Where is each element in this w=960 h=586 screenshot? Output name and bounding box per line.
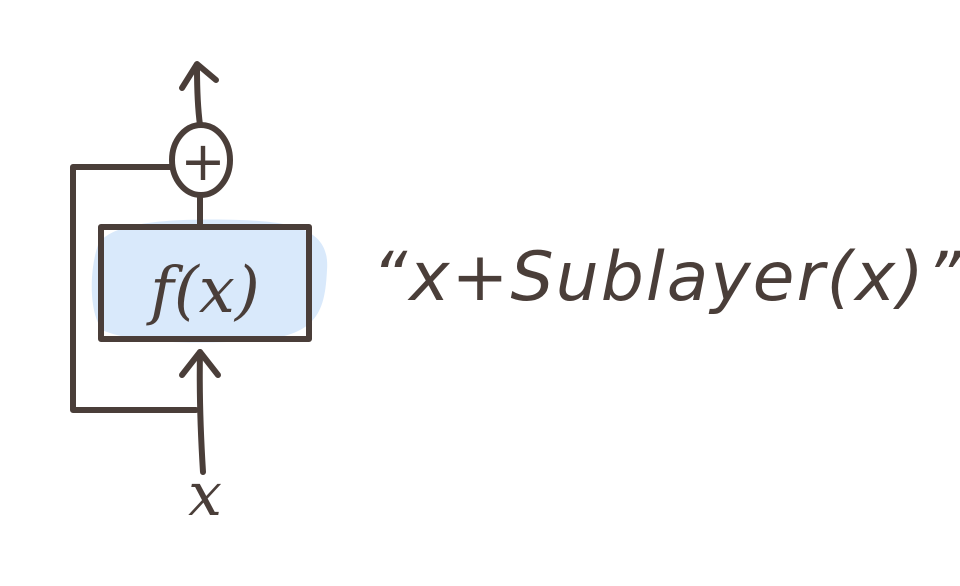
input-arrow-line (196, 349, 206, 475)
output-arrow-line (194, 65, 203, 128)
residual-formula-text: “x+Sublayer(x)” (372, 238, 960, 317)
block-watercolor-fill (91, 219, 328, 343)
output-arrow-head (179, 61, 219, 91)
function-block (98, 224, 312, 342)
function-block-label: f(x) (146, 254, 260, 328)
input-arrow-head (179, 349, 221, 378)
skip-connection-line (70, 164, 199, 413)
adder-plus-symbol: + (180, 130, 225, 193)
